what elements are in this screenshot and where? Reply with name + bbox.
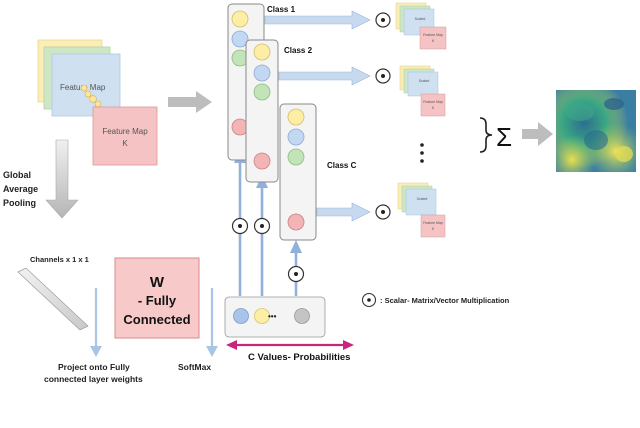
svg-text:Scaled: Scaled [419,79,430,83]
channels-label: Channels x 1 x 1 [30,255,89,264]
svg-text:K: K [432,39,435,43]
fully-connected-box [114,257,200,339]
arrow-to-heatmap [522,122,553,146]
c-values-arrow [226,340,354,350]
feature-map-k-label: Feature Map [102,127,148,136]
feature-map-k-index: K [122,139,128,148]
vertical-ellipsis [420,143,424,163]
feature-map-stack: Feature Map Feature Map K [37,39,158,166]
scaled-map-stack-1: Scaled Feature Map K [395,2,447,50]
class-activation-heatmap [556,90,636,172]
global-average-pooling: Global Average Pooling [3,139,79,219]
svg-text:Feature Map: Feature Map [423,100,443,104]
fc-label-2: - Fully [138,293,177,308]
arrow-to-classifier [168,91,212,113]
class-2-label: Class 2 [284,46,313,55]
activation-blobs [80,84,102,108]
scaled-map-stack-c: Scaled Feature Map K [397,182,446,238]
feature-map-layer-blue [51,53,121,117]
channel-vector [17,267,90,331]
c-values-label: C Values- Probabilities [248,352,350,363]
gap-label-1: Global [3,170,31,180]
svg-text:K: K [432,227,435,231]
prob-dots: ••• [268,312,277,321]
sum-brace [479,117,493,153]
project-arrow [90,288,102,357]
probability-vector [224,296,326,338]
multiply-operators-right [375,12,391,220]
fc-label-3: Connected [123,312,190,327]
sigma-icon: Σ [496,122,512,152]
gap-label-2: Average [3,184,38,194]
scaled-map-stack-2: Scaled Feature Map K [399,65,446,117]
feature-map-k [92,106,158,166]
gap-arrow [45,139,79,219]
svg-text:Feature Map: Feature Map [423,221,443,225]
project-label-1: Project onto Fully [58,362,130,372]
softmax-arrow [206,288,218,357]
prob-node-gray [294,308,310,324]
legend-text: : Scalar- Matrix/Vector Multiplication [380,296,510,305]
class-c-panel [279,103,317,241]
prob-node-yellow [254,308,270,324]
multiply-operators-vertical [231,217,305,283]
project-label-2: connected layer weights [44,374,143,384]
prob-node-blue [233,308,249,324]
svg-text:K: K [432,106,435,110]
svg-text:Scaled: Scaled [415,17,426,21]
class-output-arrows [264,10,371,222]
class-2-panel [245,39,279,183]
fc-label-1: W [150,274,165,291]
class-c-label: Class C [327,161,357,170]
softmax-label: SoftMax [178,362,211,372]
gap-label-3: Pooling [3,198,36,208]
class-1-label: Class 1 [267,5,296,14]
svg-text:Scaled: Scaled [417,197,428,201]
svg-text:Feature Map: Feature Map [423,33,443,37]
